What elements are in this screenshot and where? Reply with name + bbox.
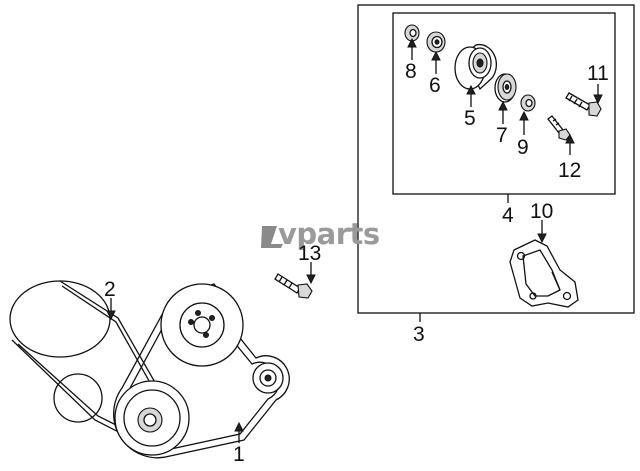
assembly-box-outer bbox=[357, 4, 635, 314]
callout-6: 6 bbox=[429, 74, 441, 97]
washer-part-9 bbox=[520, 94, 536, 112]
watermark: vparts bbox=[261, 217, 380, 251]
bearing-part-6 bbox=[426, 31, 446, 53]
callout-4: 4 bbox=[502, 204, 514, 227]
callout-13: 13 bbox=[298, 242, 321, 265]
bracket-part-10 bbox=[509, 239, 579, 308]
callout-11: 11 bbox=[587, 62, 609, 85]
callout-8: 8 bbox=[405, 60, 417, 83]
callout-2: 2 bbox=[104, 278, 116, 301]
left-pulley bbox=[9, 280, 111, 358]
callout-labels: 8 6 5 7 9 11 12 4 10 13 3 2 1 bbox=[104, 60, 609, 466]
bolt-part-11 bbox=[565, 92, 602, 117]
callout-7: 7 bbox=[496, 124, 508, 147]
callout-5: 5 bbox=[464, 107, 476, 130]
pulley-part-7 bbox=[494, 73, 517, 103]
bolt-part-12 bbox=[547, 115, 571, 141]
belt-drive-assembly bbox=[9, 280, 290, 459]
bolt-part-13 bbox=[274, 273, 313, 299]
callout-arrows bbox=[106, 37, 603, 443]
callout-9: 9 bbox=[517, 136, 529, 159]
callout-3: 3 bbox=[413, 323, 425, 346]
idler-pulley-part-5 bbox=[454, 43, 498, 91]
watermark-text: vparts bbox=[278, 217, 380, 251]
watermark-logo-icon bbox=[261, 226, 283, 248]
callout-1: 1 bbox=[233, 443, 245, 466]
callout-10: 10 bbox=[530, 200, 553, 223]
callout-12: 12 bbox=[558, 159, 581, 182]
belt-part-1 bbox=[113, 283, 290, 459]
assembly-box-inner bbox=[392, 12, 616, 195]
